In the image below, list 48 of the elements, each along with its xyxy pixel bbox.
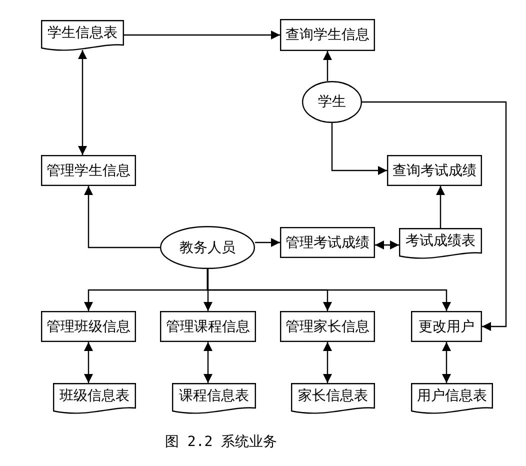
arrow: [78, 50, 87, 155]
arrow: [323, 51, 332, 81]
process-box: [411, 311, 482, 342]
node-label: 更改用户: [418, 318, 476, 336]
figure-caption: 图 2.2 系统业务: [165, 433, 278, 451]
node-label: 管理课程信息: [165, 318, 251, 336]
arrow: [362, 101, 507, 331]
arrow: [331, 123, 387, 175]
process-box: [160, 311, 256, 342]
node-label: 课程信息表: [178, 387, 250, 405]
process-box: [387, 155, 482, 186]
node-label: 家长信息表: [297, 387, 369, 405]
arrow: [442, 342, 451, 383]
process-box: [280, 227, 375, 258]
node-label: 查询考试成绩: [392, 162, 478, 180]
node-label: 管理考试成绩: [284, 234, 370, 252]
document-shape: [411, 383, 493, 417]
arrow: [84, 186, 160, 248]
node-label: 学生信息表: [46, 24, 118, 42]
node-label: 查询学生信息: [284, 26, 370, 44]
node-label: 管理学生信息: [46, 162, 132, 180]
actor-ellipse: [160, 226, 255, 269]
arrow: [84, 342, 93, 383]
node-label: 班级信息表: [58, 387, 130, 405]
node-label: 用户信息表: [416, 387, 488, 405]
arrow: [204, 269, 212, 311]
node-label: 考试成绩表: [404, 232, 476, 250]
document-shape: [399, 228, 482, 262]
node-label: 教务人员: [178, 238, 236, 256]
document-shape: [172, 383, 256, 417]
arrow: [375, 240, 399, 250]
arrow: [323, 342, 332, 383]
node-label: 管理班级信息: [46, 318, 132, 336]
node-label: 管理家长信息: [284, 318, 370, 336]
process-box: [41, 155, 136, 186]
arrow: [124, 30, 280, 40]
actor-ellipse: [302, 81, 362, 123]
process-box: [280, 19, 375, 51]
arrow: [255, 238, 280, 247]
arrow: [204, 342, 212, 383]
arrow: [206, 269, 451, 311]
process-box: [280, 311, 375, 342]
document-shape: [53, 383, 136, 417]
arrow: [436, 186, 445, 228]
process-box: [41, 311, 136, 342]
document-shape: [41, 20, 124, 54]
document-shape: [291, 383, 375, 417]
node-label: 学生: [317, 93, 347, 111]
